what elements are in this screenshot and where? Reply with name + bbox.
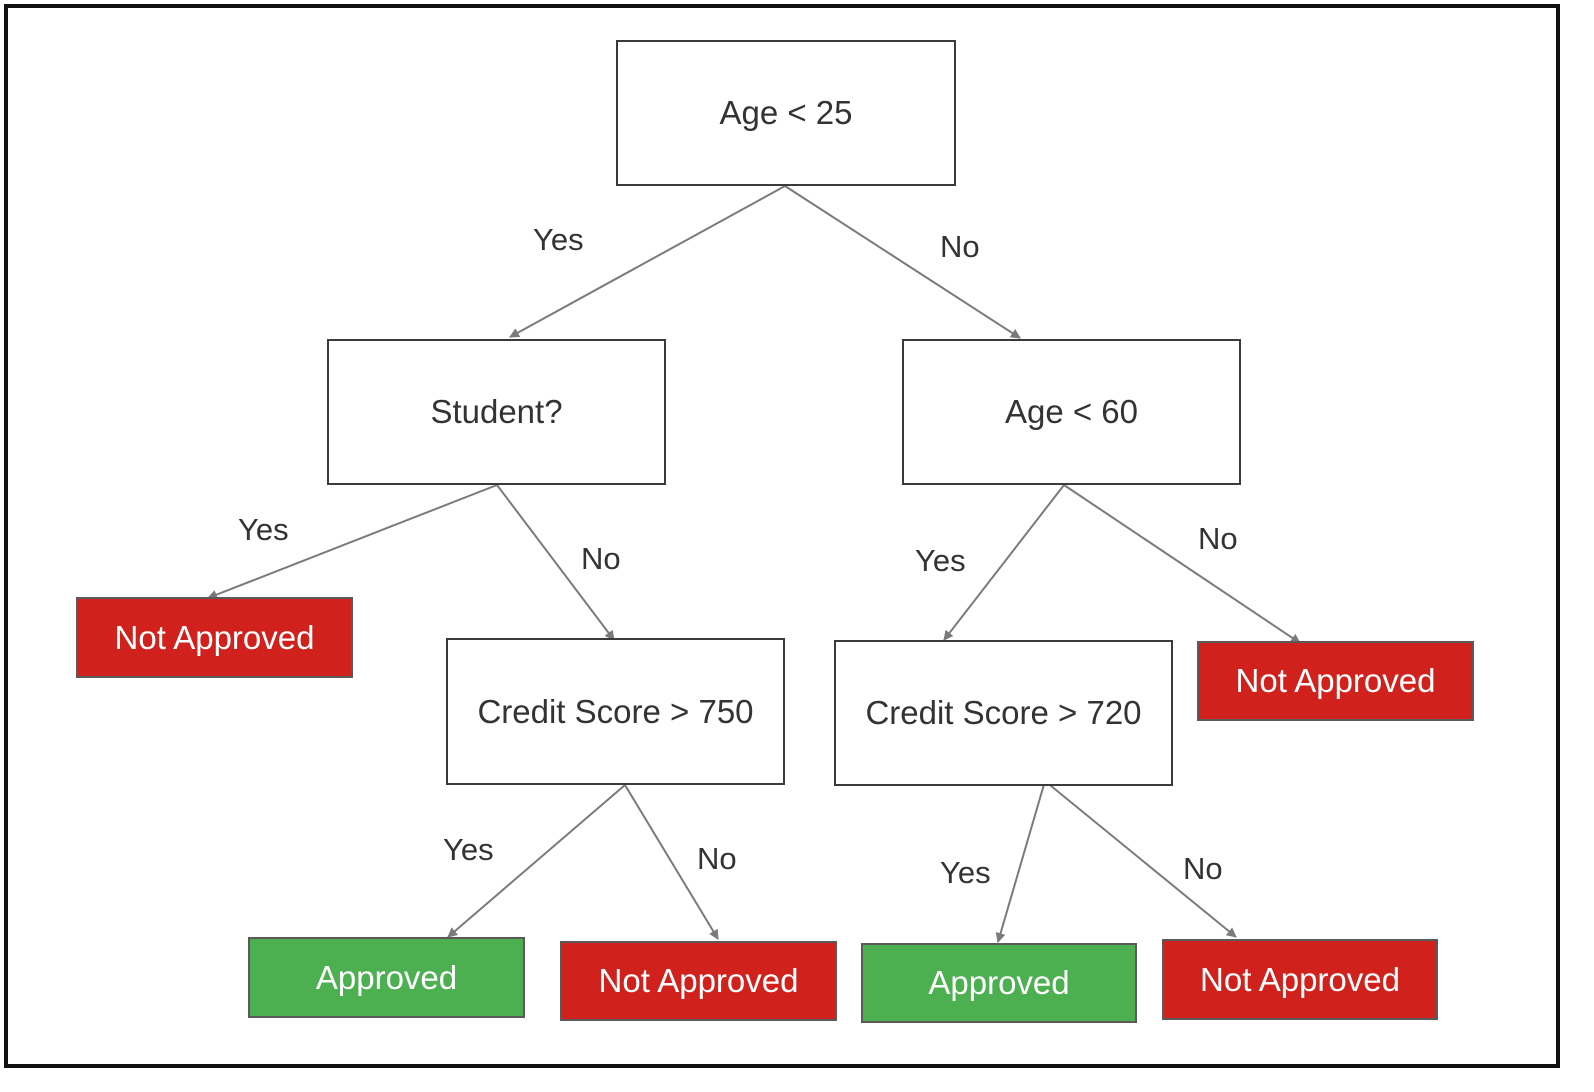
leaf-age60-no-label: Not Approved [1235,662,1436,699]
edge-label-c720-yes: Yes [940,855,991,890]
edge-c720-no [1044,780,1237,938]
leaf-age60-no: Not Approved [1197,641,1474,721]
leaf-720-yes: Approved [861,943,1137,1023]
edge-age60-no [1063,484,1301,644]
edge-label-student-yes: Yes [238,512,289,547]
edge-c750-yes [447,784,626,938]
leaf-750-yes-label: Approved [315,958,458,996]
edge-label-c750-no: No [697,841,737,876]
edge-label-age60-yes: Yes [915,543,966,578]
leaf-750-no-label: Not Approved [598,962,799,999]
student-node: Student? [327,339,666,485]
edge-label-c750-yes: Yes [443,832,494,867]
edge-label-root-yes: Yes [533,222,584,257]
edge-age60-yes [943,484,1065,641]
leaf-student-yes-label: Not Approved [114,618,315,656]
edge-c720-yes [995,780,1046,943]
leaf-student-yes: Not Approved [76,597,353,678]
edge-student-no [496,484,615,641]
leaf-750-no: Not Approved [560,941,837,1021]
root-node: Age < 25 [616,40,956,186]
edge-c750-no [624,784,719,940]
root-node-label: Age < 25 [719,94,853,131]
edge-student-yes [207,484,498,600]
credit750-node-label: Credit Score > 750 [477,692,754,730]
leaf-720-no-label: Not Approved [1200,960,1400,998]
edge-label-c720-no: No [1183,851,1223,886]
edge-label-student-no: No [581,541,621,576]
edge-root-yes [509,185,786,338]
student-node-label: Student? [430,393,563,430]
age60-node: Age < 60 [902,339,1241,485]
leaf-720-no: Not Approved [1162,939,1438,1020]
credit720-node: Credit Score > 720 [834,640,1173,786]
credit720-node-label: Credit Score > 720 [865,694,1142,731]
age60-node-label: Age < 60 [1004,393,1139,430]
edge-label-age60-no: No [1198,521,1238,556]
edge-root-no [784,185,1021,339]
leaf-720-yes-label: Approved [928,964,1070,1001]
leaf-750-yes: Approved [248,937,525,1018]
credit750-node: Credit Score > 750 [446,638,785,785]
edge-label-root-no: No [940,229,980,264]
